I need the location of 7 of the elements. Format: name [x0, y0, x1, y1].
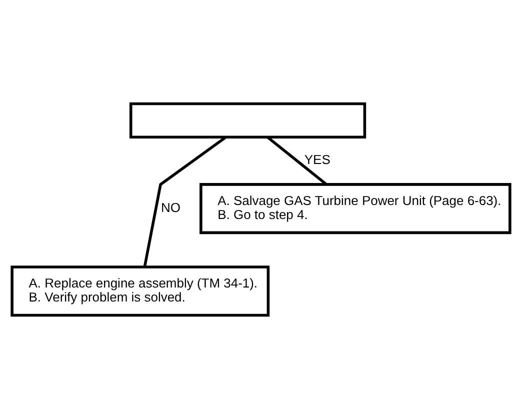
connector — [143, 136, 227, 268]
edge-label: YES — [304, 152, 330, 168]
node-box: A. Replace engine assembly (TM 34-1). B. Verify problem is solved. — [10, 266, 270, 317]
edge-label: NO — [161, 200, 180, 216]
node-box — [129, 102, 366, 139]
node-box: A. Salvage GAS Turbine Power Unit (Page 6-63). B. Go to step 4. — [200, 183, 512, 234]
connector — [266, 136, 328, 186]
